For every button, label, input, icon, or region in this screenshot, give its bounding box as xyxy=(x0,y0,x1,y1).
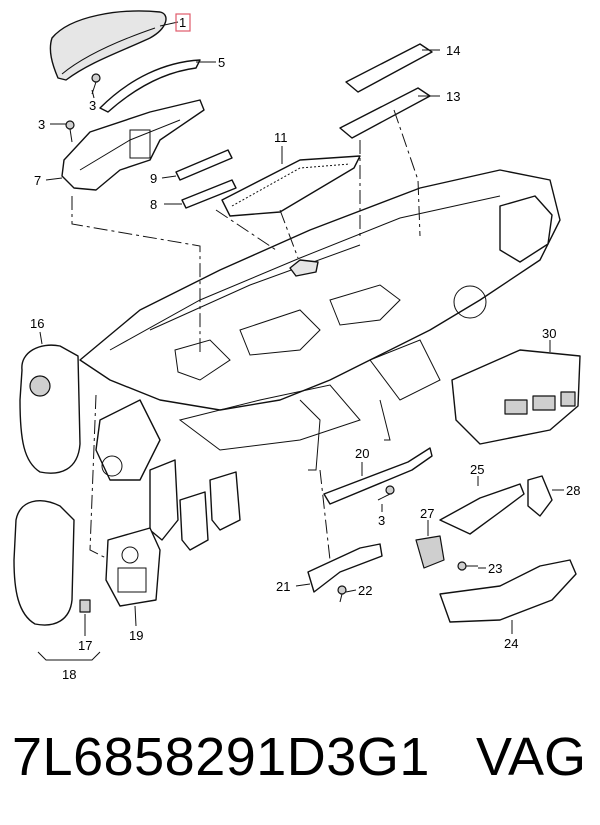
callout-8: 8 xyxy=(150,197,157,212)
callout-23: 23 xyxy=(488,561,502,576)
leader-lines xyxy=(37,21,564,661)
part-27-switch xyxy=(415,535,445,569)
callout-1: 1 xyxy=(179,15,186,30)
callout-20: 20 xyxy=(355,446,369,461)
part-28-trim xyxy=(527,475,553,517)
part-25-trim xyxy=(439,483,525,535)
callout-24: 24 xyxy=(504,636,518,651)
callout-16: 16 xyxy=(30,316,44,331)
part-13-strip xyxy=(339,87,431,139)
highlight-box xyxy=(175,13,191,32)
callout-22: 22 xyxy=(358,583,372,598)
part-14-strip xyxy=(345,43,433,93)
callouts: 1 5 3 3 7 9 8 11 13 14 16 17 18 19 20 3 … xyxy=(30,15,580,682)
part-9-strip xyxy=(175,149,233,181)
part-1-cluster-cover xyxy=(49,10,167,81)
part-8-strip xyxy=(181,179,237,209)
pedal-assembly xyxy=(95,399,241,551)
part-16-airbag-cover xyxy=(19,344,81,474)
callout-14: 14 xyxy=(446,43,460,58)
callout-19: 19 xyxy=(129,628,143,643)
part-30-vent-panel xyxy=(451,349,581,445)
screw-3-lower xyxy=(377,485,395,501)
parts-diagram: 1 5 3 3 7 9 8 11 13 14 16 17 18 19 20 3 … xyxy=(13,10,581,682)
brand-label: VAG xyxy=(475,727,586,787)
callout-5: 5 xyxy=(218,55,225,70)
part-21-holder xyxy=(307,543,383,593)
part-7-bracket xyxy=(61,99,205,191)
callout-21: 21 xyxy=(276,579,290,594)
callout-3: 3 xyxy=(38,117,45,132)
callout-11: 11 xyxy=(274,130,288,145)
assembly-lines xyxy=(71,109,421,561)
callout-27: 27 xyxy=(420,506,434,521)
callout-13: 13 xyxy=(446,89,460,104)
callout-3: 3 xyxy=(89,98,96,113)
part-11-grille xyxy=(221,155,361,217)
callout-3: 3 xyxy=(378,513,385,528)
part-5-trim xyxy=(99,59,201,113)
screw-23 xyxy=(457,561,478,571)
callout-9: 9 xyxy=(150,171,157,186)
callout-28: 28 xyxy=(566,483,580,498)
callout-17: 17 xyxy=(78,638,92,653)
part-20-bracket xyxy=(323,447,433,505)
part-18-side-trim xyxy=(13,500,75,626)
part-17-clip xyxy=(79,599,91,613)
callout-30: 30 xyxy=(542,326,556,341)
screw-3-left xyxy=(65,120,75,143)
part-number-label: 7L6858291D3G1 xyxy=(12,727,430,787)
screw-22 xyxy=(337,585,347,603)
callout-7: 7 xyxy=(34,173,41,188)
part-24-lower-trim xyxy=(439,559,577,623)
part-19-knee-panel xyxy=(105,527,161,607)
screw-3-top xyxy=(91,73,101,95)
callout-25: 25 xyxy=(470,462,484,477)
callout-18: 18 xyxy=(62,667,76,682)
